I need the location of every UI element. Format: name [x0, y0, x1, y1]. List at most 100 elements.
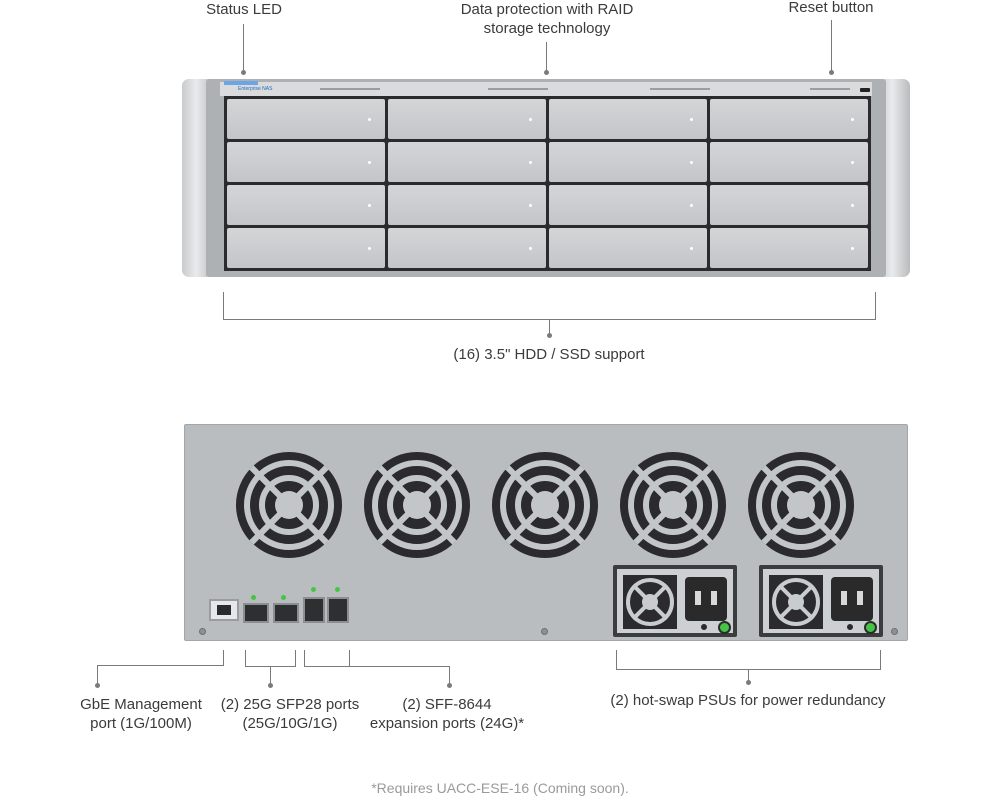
drive-bay[interactable]: [227, 99, 385, 139]
mgmt-label-line2: port (1G/100M): [90, 715, 192, 732]
status-led-callout-dot: [241, 70, 246, 75]
sff8644-port-2[interactable]: [327, 597, 349, 623]
psu-faceplate: [617, 569, 733, 634]
bracket-dot: [547, 333, 552, 338]
psu-bracket-left: [616, 650, 617, 670]
sff-bracket-bottom: [304, 666, 450, 667]
drive-bay-led: [851, 247, 854, 250]
hot-swap-psu[interactable]: [759, 565, 883, 637]
drive-bay-led: [690, 161, 693, 164]
drive-bay[interactable]: [227, 142, 385, 182]
sff-bracket-right: [349, 650, 350, 667]
psu-status-led: [864, 621, 877, 634]
psu-latch[interactable]: [847, 624, 853, 630]
sff-bracket-drop: [449, 666, 450, 684]
drive-bay[interactable]: [388, 185, 546, 225]
sff-label-line2: expansion ports (24G)*: [369, 715, 525, 732]
drive-bay-led: [690, 204, 693, 207]
sff-bracket-left: [304, 650, 305, 667]
drive-bay-led: [851, 161, 854, 164]
power-inlet-icon[interactable]: [685, 577, 727, 621]
rj45-socket: [217, 605, 231, 615]
sfp-bracket-stem: [270, 667, 271, 683]
sfp-bracket-right: [295, 650, 296, 667]
mgmt-bracket-bottom: [97, 665, 224, 666]
psu-status-led: [718, 621, 731, 634]
sfp-led: [281, 595, 286, 600]
psu-callout-dot: [746, 680, 751, 685]
screw: [199, 628, 206, 635]
drive-bay[interactable]: [549, 185, 707, 225]
drive-bay-led: [529, 247, 532, 250]
sfp-label-line2: (25G/10G/1G): [242, 715, 338, 732]
sfp28-port-2[interactable]: [273, 603, 299, 623]
sfp-bracket-bottom: [245, 666, 296, 667]
drive-bay[interactable]: [710, 99, 868, 139]
hot-swap-psu[interactable]: [613, 565, 737, 637]
gbe-management-port[interactable]: [209, 599, 239, 621]
sfp28-port-1[interactable]: [243, 603, 269, 623]
cooling-fan-grille: [363, 451, 471, 559]
drive-support-label: (16) 3.5" HDD / SSD support: [453, 346, 645, 363]
bay-group-tag: [488, 88, 548, 90]
reset-button[interactable]: [860, 88, 870, 92]
drive-bay-grid: [224, 96, 871, 271]
psu-label: (2) hot-swap PSUs for power redundancy: [610, 692, 886, 709]
sfp-led: [251, 595, 256, 600]
mgmt-bracket-drop: [97, 665, 98, 685]
psu-latch[interactable]: [701, 624, 707, 630]
drive-bay[interactable]: [549, 99, 707, 139]
mgmt-label-line1: GbE Management: [80, 696, 202, 713]
drive-bay[interactable]: [710, 228, 868, 268]
mgmt-callout-dot: [95, 683, 100, 688]
reset-button-callout-dot: [829, 70, 834, 75]
drive-bay[interactable]: [710, 185, 868, 225]
drive-bay[interactable]: [388, 142, 546, 182]
drive-bay-led: [529, 204, 532, 207]
drive-bay[interactable]: [227, 228, 385, 268]
psu-bracket-right: [880, 650, 881, 670]
drive-bay[interactable]: [388, 99, 546, 139]
psu-bracket-bottom: [616, 669, 881, 670]
raid-label-line2: storage technology: [483, 20, 611, 37]
cooling-fan-grille: [491, 451, 599, 559]
drive-bay[interactable]: [227, 185, 385, 225]
bay-group-tag: [810, 88, 850, 90]
sff-label-line1: (2) SFF-8644: [402, 696, 492, 713]
bracket-right: [875, 292, 876, 320]
drive-bay[interactable]: [388, 228, 546, 268]
psu-fan-icon: [769, 575, 823, 629]
drive-bay-led: [368, 204, 371, 207]
reset-button-callout: [831, 20, 832, 72]
drive-bay-led: [368, 161, 371, 164]
status-led-callout: [243, 24, 244, 72]
psu-faceplate: [763, 569, 879, 634]
front-panel: Enterprise NAS: [206, 79, 886, 277]
drive-bay-led: [851, 204, 854, 207]
sff8644-port-1[interactable]: [303, 597, 325, 623]
sff-led: [311, 587, 316, 592]
drive-bay[interactable]: [549, 228, 707, 268]
drive-bay-led: [851, 118, 854, 121]
psu-bracket-stem: [748, 670, 749, 681]
front-chassis: Enterprise NAS: [182, 79, 910, 277]
front-top-band: Enterprise NAS: [220, 81, 872, 96]
drive-bay[interactable]: [549, 142, 707, 182]
drive-bay[interactable]: [710, 142, 868, 182]
bay-group-tag: [650, 88, 710, 90]
sff-callout-dot: [447, 683, 452, 688]
cooling-fan-grille: [619, 451, 727, 559]
bracket-bottom: [223, 319, 876, 320]
sfp-label-line1: (2) 25G SFP28 ports: [220, 696, 360, 713]
reset-button-label: Reset button: [788, 0, 874, 16]
sff-led: [335, 587, 340, 592]
drive-bay-led: [690, 118, 693, 121]
brand-logo: Enterprise NAS: [238, 86, 273, 92]
raid-callout: [546, 42, 547, 72]
screw: [891, 628, 898, 635]
rear-chassis: [184, 424, 908, 641]
drive-bay-led: [368, 118, 371, 121]
power-inlet-icon[interactable]: [831, 577, 873, 621]
drive-bay-led: [690, 247, 693, 250]
status-led-label: Status LED: [206, 1, 282, 18]
